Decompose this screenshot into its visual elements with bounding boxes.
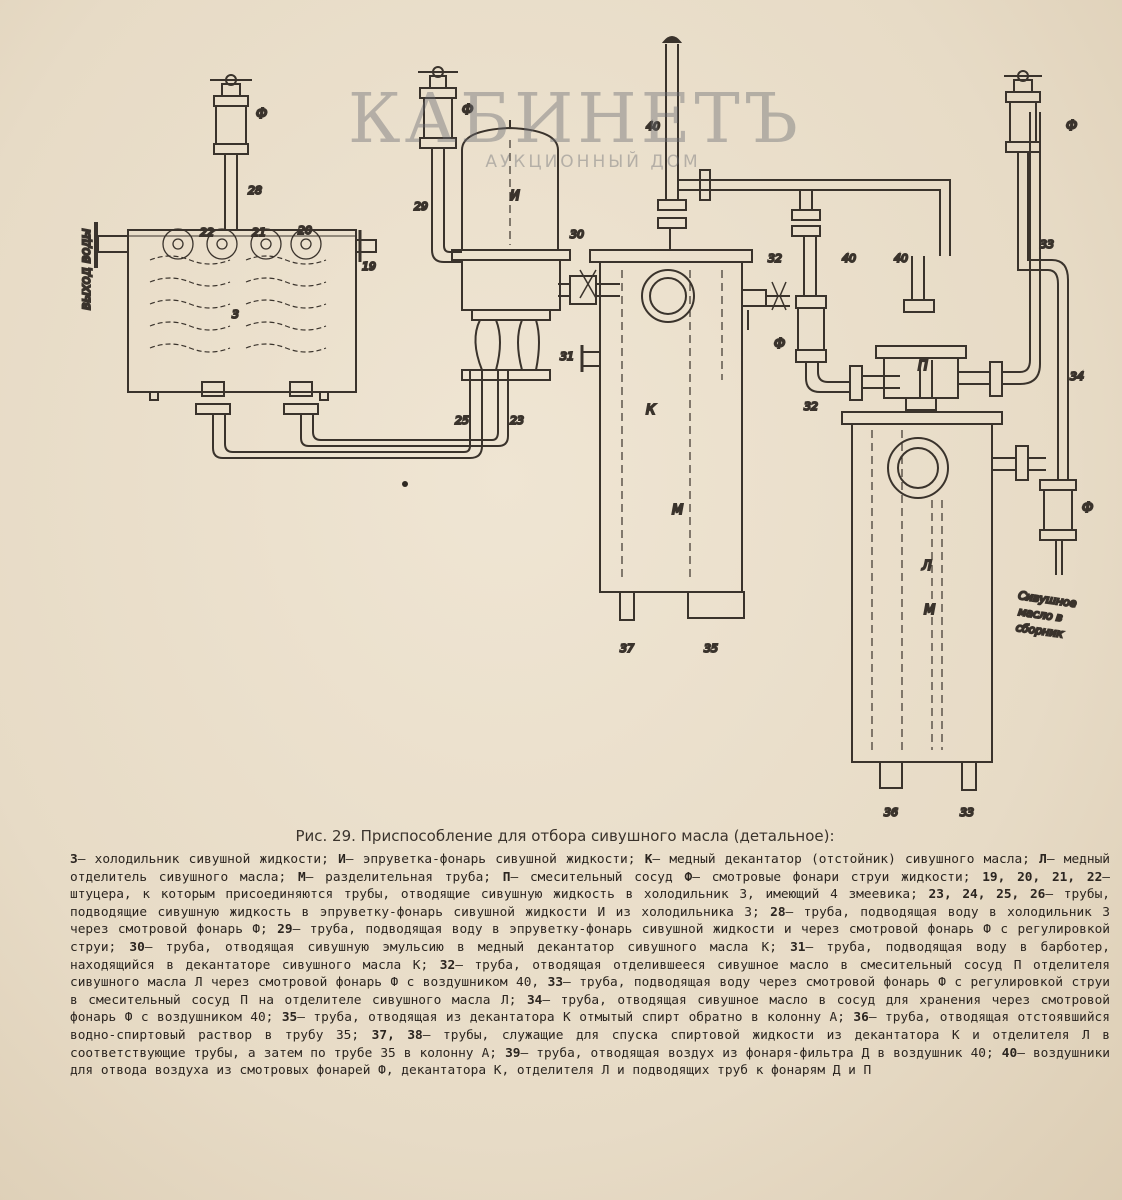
legend-tag: К bbox=[644, 852, 653, 867]
legend-tag: 3 bbox=[70, 852, 78, 867]
sight-glass-f2 bbox=[418, 66, 462, 263]
apparatus-diagram: выход воды Ф 28 29 Ф 22 21 20 19 3 25 23… bbox=[78, 36, 1094, 820]
legend-text: — труба, отводящая сивушное масло в сосу… bbox=[70, 992, 1110, 1026]
legend-tag: 34 bbox=[526, 992, 543, 1008]
legend-text: — воздушники для отвода воздуха из смотр… bbox=[70, 1045, 1110, 1079]
legend-text: — медный декантатор (отстойник) сивушног… bbox=[652, 852, 1030, 867]
label-output-line2: масло в bbox=[1017, 605, 1063, 624]
legend-text: — труба, подводящая воду через смотровой… bbox=[70, 975, 1110, 1008]
sight-glass-f5 bbox=[1039, 479, 1077, 575]
legend-text: — трубы, служащие для спуска спиртовой ж… bbox=[70, 1027, 1110, 1061]
vessel-I bbox=[451, 120, 571, 321]
label-pipe-M2: М bbox=[924, 603, 935, 618]
legend-tag: 23, 24, 25, 26 bbox=[928, 887, 1046, 903]
label-pipe-31: 31 bbox=[560, 350, 574, 363]
label-separator-L: Л bbox=[921, 559, 932, 574]
decanter-K bbox=[580, 249, 767, 621]
pipe-32-and-sight-glass-f3 bbox=[766, 281, 900, 401]
label-pipe-32b: 32 bbox=[804, 400, 818, 413]
label-pipe-34: 34 bbox=[1070, 370, 1084, 383]
legend-tag: 40 bbox=[1001, 1045, 1018, 1061]
legend-text: — медный отделитель сивушного масла; bbox=[70, 852, 1110, 885]
label-nozzle-19: 19 bbox=[362, 260, 376, 273]
label-f5: Ф bbox=[1082, 501, 1093, 516]
pipe-30 bbox=[558, 269, 620, 305]
label-pipe-30: 30 bbox=[570, 228, 584, 241]
legend-tag: 32 bbox=[439, 957, 456, 973]
legend-text: — труба, отводящая воздух из фонаря-филь… bbox=[520, 1045, 994, 1061]
legend-text: — холодильник сивушной жидкости; bbox=[77, 852, 329, 867]
label-cooler-3: 3 bbox=[232, 308, 239, 321]
legend-text: — труба, подводящая воду в холодильник 3… bbox=[70, 904, 1110, 938]
legend-tag: Л bbox=[1039, 852, 1047, 867]
legend-tag: 35 bbox=[281, 1010, 298, 1026]
legend-tag: 19, 20, 21, 22 bbox=[982, 869, 1103, 885]
pipes-25-23 bbox=[195, 319, 551, 459]
legend-text: — труба, отводящая отделившееся сивушное… bbox=[70, 957, 1110, 991]
legend-tag: М bbox=[297, 869, 306, 885]
label-water-exit: выход воды bbox=[79, 228, 94, 310]
legend-tag: П bbox=[502, 869, 511, 885]
label-pipe-23: 23 bbox=[510, 414, 524, 427]
label-nozzle-22: 22 bbox=[200, 226, 214, 239]
legend-text: — смесительный сосуд bbox=[510, 869, 673, 885]
air-vent-40 bbox=[657, 36, 951, 296]
label-f3: Ф bbox=[774, 337, 785, 352]
label-f1: Ф bbox=[256, 107, 267, 122]
legend-tag: 29 bbox=[277, 922, 293, 938]
figure-legend: 3— холодильник сивушной жидкости; И— эпр… bbox=[70, 851, 1110, 1080]
legend-tag: 39 bbox=[505, 1045, 521, 1061]
figure-caption: Рис. 29. Приспособление для отбора сивуш… bbox=[295, 827, 835, 845]
label-pipe-32a: 32 bbox=[768, 252, 782, 265]
legend-tag: 37, 38 bbox=[371, 1027, 423, 1043]
legend-text: — разделительная труба; bbox=[305, 869, 491, 885]
legend-tag: 33 bbox=[547, 975, 564, 991]
legend-text: — эпруветка-фонарь сивушной жидкости; bbox=[345, 852, 636, 867]
legend-text: — труба, отводящая из декантатора К отмы… bbox=[297, 1010, 845, 1026]
label-pipe-38: 33 bbox=[960, 806, 974, 819]
label-vent-40b: 40 bbox=[842, 252, 856, 265]
legend-tag: 36 bbox=[853, 1010, 869, 1026]
separator-L bbox=[841, 411, 1046, 791]
label-mixing-P: П bbox=[918, 359, 928, 374]
mixing-vessel-P bbox=[875, 112, 1041, 411]
label-vent-40c: 40 bbox=[894, 252, 908, 265]
label-pipe-28: 28 bbox=[248, 184, 262, 197]
label-pipe-35: 35 bbox=[704, 642, 718, 655]
legend-tag: И bbox=[338, 852, 346, 867]
label-nozzle-20: 20 bbox=[298, 224, 312, 237]
legend-text: — труба, отводящая сивушную эмульсию в м… bbox=[144, 939, 777, 955]
cooler-3 bbox=[94, 222, 377, 401]
label-pipe-33: 33 bbox=[1040, 238, 1054, 251]
legend-text: — трубы, подводящие сивушную жидкость в … bbox=[70, 887, 1110, 920]
label-nozzle-21: 21 bbox=[252, 226, 266, 239]
legend-text: — смотровые фонари струи жидкости; bbox=[692, 869, 971, 885]
sight-glass-f4 bbox=[1004, 70, 1069, 480]
legend-text: — труба, подводящая воду в эпруветку-фон… bbox=[70, 922, 1110, 955]
legend-tag: Ф bbox=[684, 869, 693, 885]
label-output-line3: сборник bbox=[1015, 621, 1064, 641]
label-pipe-37: 37 bbox=[620, 642, 634, 655]
print-speck bbox=[402, 481, 408, 487]
label-vent-40a: 40 bbox=[646, 120, 660, 133]
sight-glass-f1 bbox=[210, 74, 252, 230]
legend-tag: 30 bbox=[129, 939, 145, 955]
label-decanter-K: К bbox=[646, 403, 656, 418]
label-pipe-29: 29 bbox=[414, 200, 428, 213]
legend-tag: 28 bbox=[770, 904, 786, 920]
label-vessel-I: И bbox=[510, 189, 520, 204]
label-f4: Ф bbox=[1066, 119, 1077, 134]
legend-text: — труба, подводящая воду в барботер, нах… bbox=[70, 939, 1110, 973]
label-pipe-36: 36 bbox=[884, 806, 898, 819]
label-pipe-M1: М bbox=[672, 503, 683, 518]
label-f2: Ф bbox=[462, 103, 473, 118]
legend-tag: 31 bbox=[790, 939, 806, 955]
legend-text: — труба, отводящая отстоявшийся водно-сп… bbox=[70, 1010, 1110, 1043]
label-pipe-25: 25 bbox=[455, 414, 469, 427]
legend-text: — штуцера, к которым присоединяются труб… bbox=[70, 869, 1110, 903]
